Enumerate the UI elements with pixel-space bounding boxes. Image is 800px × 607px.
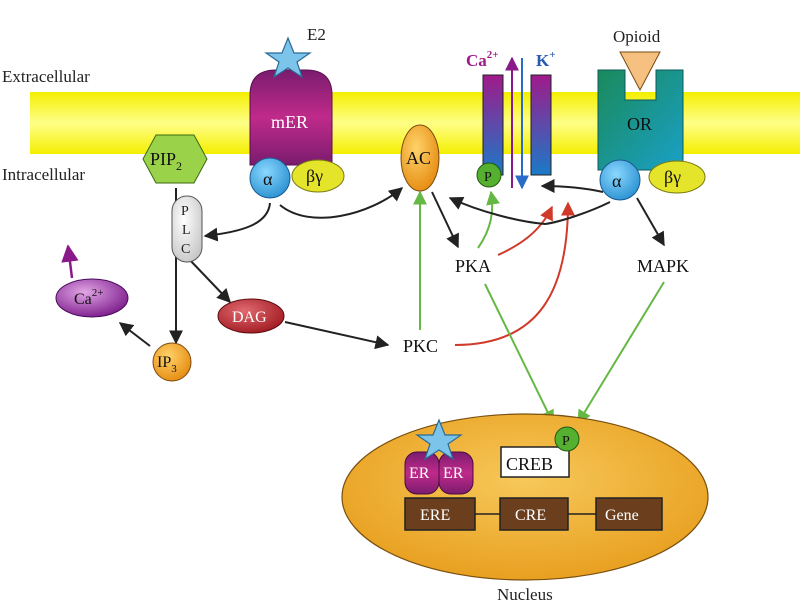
arrow-ip3-to-ca — [118, 322, 151, 347]
plc: P L C — [171, 195, 203, 263]
creb-phospho-circle — [554, 426, 580, 452]
arrow-pka-to-channel-p — [477, 190, 500, 249]
arrow-pkc-to-channel — [454, 201, 575, 346]
ca-channel — [482, 74, 504, 176]
pip2-hexagon — [142, 134, 208, 184]
or-alpha-subunit — [599, 159, 641, 201]
opioid-ligand-icon — [619, 51, 661, 92]
ion-channels: Ca2+ K+ P — [466, 49, 556, 190]
plc-letter-p: P — [181, 204, 189, 219]
dag: DAG — [217, 298, 285, 334]
extracellular-label: Extracellular — [2, 67, 90, 86]
k-channel-label: K+ — [536, 49, 556, 70]
mapk-label: MAPK — [637, 256, 689, 276]
arrow-dag-to-pkc — [284, 321, 390, 350]
mer-receptor: mER E2 α βγ — [249, 25, 345, 199]
gene-box — [595, 497, 663, 531]
ca-ellipse — [55, 278, 129, 318]
arrow-or-alpha-to-ac — [448, 196, 611, 226]
intracellular-label: Intracellular — [2, 165, 85, 184]
cytosolic-calcium: Ca2+ — [55, 278, 129, 318]
arrows-layer — [61, 179, 665, 425]
pka-label: PKA — [455, 256, 491, 276]
ip3-label: IP3 — [157, 354, 177, 375]
arrow-ac-to-pka — [431, 191, 459, 249]
channel-phospho-label: P — [484, 170, 492, 185]
arrow-mer-alpha-to-ac — [279, 187, 404, 219]
ip3-circle — [152, 342, 192, 382]
ac-label: AC — [406, 148, 431, 168]
or-beta-gamma-subunit — [648, 160, 706, 194]
mer-beta-gamma-label: βγ — [306, 166, 323, 186]
e2-label: E2 — [307, 25, 326, 44]
cre-label: CRE — [515, 507, 546, 524]
arrow-pka-to-channel — [497, 205, 553, 256]
mer-alpha-label: α — [263, 169, 273, 189]
arrow-plc-to-dag — [187, 257, 231, 304]
cre-box — [499, 497, 569, 531]
gene-label: Gene — [605, 507, 639, 524]
arrow-or-alpha-to-k-channel — [540, 179, 604, 194]
nuclear-e2-star-icon — [415, 418, 463, 461]
channel-phospho-circle — [476, 162, 502, 188]
creb-label: CREB — [506, 454, 553, 474]
pip2-label: PIP2 — [150, 149, 182, 173]
ip3: IP3 — [152, 342, 192, 382]
plc-letter-l: L — [182, 223, 191, 238]
pip2: PIP2 — [142, 134, 208, 184]
arrow-pka-to-creb — [484, 283, 554, 425]
or-beta-gamma-label: βγ — [664, 167, 681, 187]
or-label: OR — [627, 114, 652, 134]
er-left-label: ER — [409, 465, 430, 482]
mer-alpha-subunit — [249, 157, 291, 199]
dag-label: DAG — [232, 309, 267, 326]
mer-label: mER — [271, 112, 308, 132]
er-right-subunit — [438, 451, 474, 495]
adenylyl-cyclase: AC — [400, 124, 440, 192]
mer-beta-gamma-subunit — [291, 159, 345, 193]
opioid-receptor: Opioid OR α βγ — [597, 27, 706, 201]
ere-box — [404, 497, 476, 531]
creb-phospho-label: P — [562, 434, 570, 449]
er-right-label: ER — [443, 465, 464, 482]
ca-channel-label: Ca2+ — [466, 49, 499, 70]
nucleus-shape — [341, 413, 709, 581]
nucleus: Nucleus ER ER CREB P ERE CRE Gene — [341, 413, 709, 604]
e2-star-icon — [264, 36, 312, 79]
nucleus-label: Nucleus — [497, 585, 553, 604]
ere-label: ERE — [420, 507, 450, 524]
ac-shape — [400, 124, 440, 192]
dag-ellipse — [217, 298, 285, 334]
arrow-mapk-to-creb — [577, 281, 665, 425]
arrow-or-to-mapk — [636, 197, 665, 247]
arrow-ca-release — [61, 244, 79, 279]
or-alpha-label: α — [612, 171, 622, 191]
pkc-label: PKC — [403, 336, 438, 356]
arrow-mer-alpha-to-plc — [203, 202, 271, 242]
k-channel — [530, 74, 552, 176]
opioid-label: Opioid — [613, 27, 661, 46]
plc-letter-c: C — [181, 242, 190, 257]
plc-shape — [171, 195, 203, 263]
ca-label: Ca2+ — [74, 287, 104, 308]
mer-body — [249, 69, 333, 166]
creb-box — [500, 446, 570, 478]
